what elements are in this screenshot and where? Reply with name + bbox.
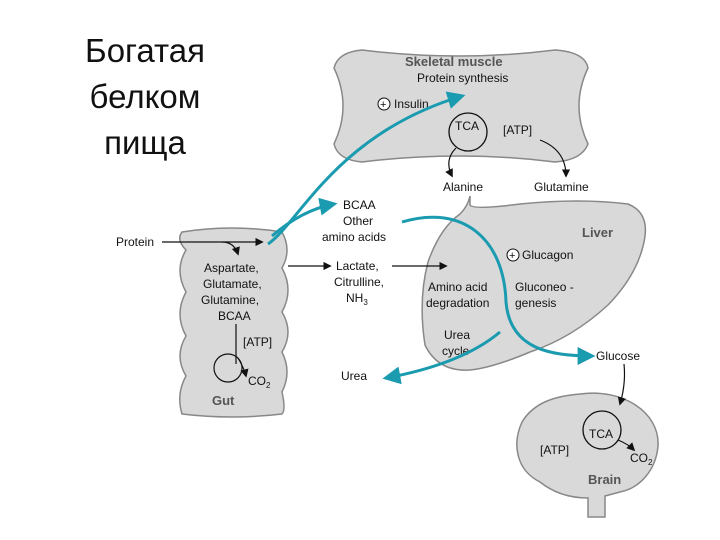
gut-tca-cycle bbox=[213, 353, 243, 383]
gut-glutamine: Glutamine, bbox=[201, 293, 259, 307]
nh3-label: NH3 bbox=[346, 291, 368, 307]
arrow-to-glutamine bbox=[539, 139, 571, 178]
citrulline-label: Citrulline, bbox=[334, 275, 384, 289]
gut-glutamate: Glutamate, bbox=[203, 277, 262, 291]
glucagon-plus-icon: + bbox=[506, 248, 520, 262]
liver-title: Liver bbox=[582, 225, 613, 240]
arrow-brain-co2 bbox=[617, 439, 636, 452]
gut-atp-label: [ATP] bbox=[243, 335, 272, 349]
svg-text:+: + bbox=[380, 99, 386, 111]
brain-co2-label: CO2 bbox=[630, 451, 653, 467]
arrow-glucose-to-brain bbox=[617, 363, 626, 406]
brain-shape bbox=[516, 392, 659, 518]
arrow-aa-to-glucose bbox=[401, 215, 596, 365]
slide-title-line-2: белком bbox=[89, 78, 201, 115]
degradation-label: degradation bbox=[426, 296, 489, 310]
other-label: Other bbox=[343, 214, 373, 228]
amino-acids-label: amino acids bbox=[322, 230, 386, 244]
slide-title: Богатая белком пища bbox=[70, 28, 220, 166]
insulin-label: Insulin bbox=[394, 97, 429, 111]
muscle-atp-label: [ATP] bbox=[503, 123, 532, 137]
protein-label: Protein bbox=[116, 235, 154, 249]
glutamine-label: Glutamine bbox=[534, 180, 589, 194]
genesis-label: genesis bbox=[515, 296, 556, 310]
arrow-gut-co2 bbox=[237, 357, 249, 378]
muscle-tca-label: TCA bbox=[455, 119, 479, 133]
lactate-label: Lactate, bbox=[336, 259, 379, 273]
liver-shape bbox=[421, 195, 647, 371]
skeletal-muscle-title: Skeletal muscle bbox=[405, 54, 503, 69]
slide-title-line-1: Богатая bbox=[85, 32, 205, 69]
urea-cycle-label-1: Urea bbox=[444, 328, 470, 342]
glucose-label: Glucose bbox=[596, 349, 640, 363]
gluconeo-label: Gluconeo - bbox=[515, 280, 574, 294]
gut-aspartate: Aspartate, bbox=[204, 261, 259, 275]
gut-shape bbox=[179, 227, 289, 418]
gut-bcaa: BCAA bbox=[218, 309, 251, 323]
arrow-gut-inner bbox=[221, 241, 240, 256]
amino-acid-label: Amino acid bbox=[428, 280, 487, 294]
slide-title-line-3: пища bbox=[104, 124, 186, 161]
arrow-urea-cycle-to-urea bbox=[382, 330, 501, 385]
glucagon-label: Glucagon bbox=[522, 248, 573, 262]
arrow-gut-to-muscle bbox=[267, 91, 466, 246]
bcaa-label: BCAA bbox=[343, 198, 376, 212]
muscle-tca-cycle bbox=[448, 112, 488, 152]
urea-label: Urea bbox=[341, 369, 367, 383]
svg-text:+: + bbox=[509, 250, 515, 262]
brain-atp-label: [ATP] bbox=[540, 443, 569, 457]
brain-title: Brain bbox=[588, 472, 621, 487]
protein-synthesis-label: Protein synthesis bbox=[417, 71, 508, 85]
insulin-plus-icon: + bbox=[377, 97, 391, 111]
gut-co2-label: CO2 bbox=[248, 374, 271, 390]
urea-cycle-label-2: cycle bbox=[442, 344, 470, 358]
arrow-to-alanine bbox=[445, 147, 457, 178]
brain-tca-label: TCA bbox=[589, 427, 613, 441]
arrow-gut-to-bcaa bbox=[271, 197, 338, 238]
alanine-label: Alanine bbox=[443, 180, 483, 194]
brain-tca-cycle bbox=[582, 410, 622, 450]
gut-title: Gut bbox=[212, 393, 235, 408]
